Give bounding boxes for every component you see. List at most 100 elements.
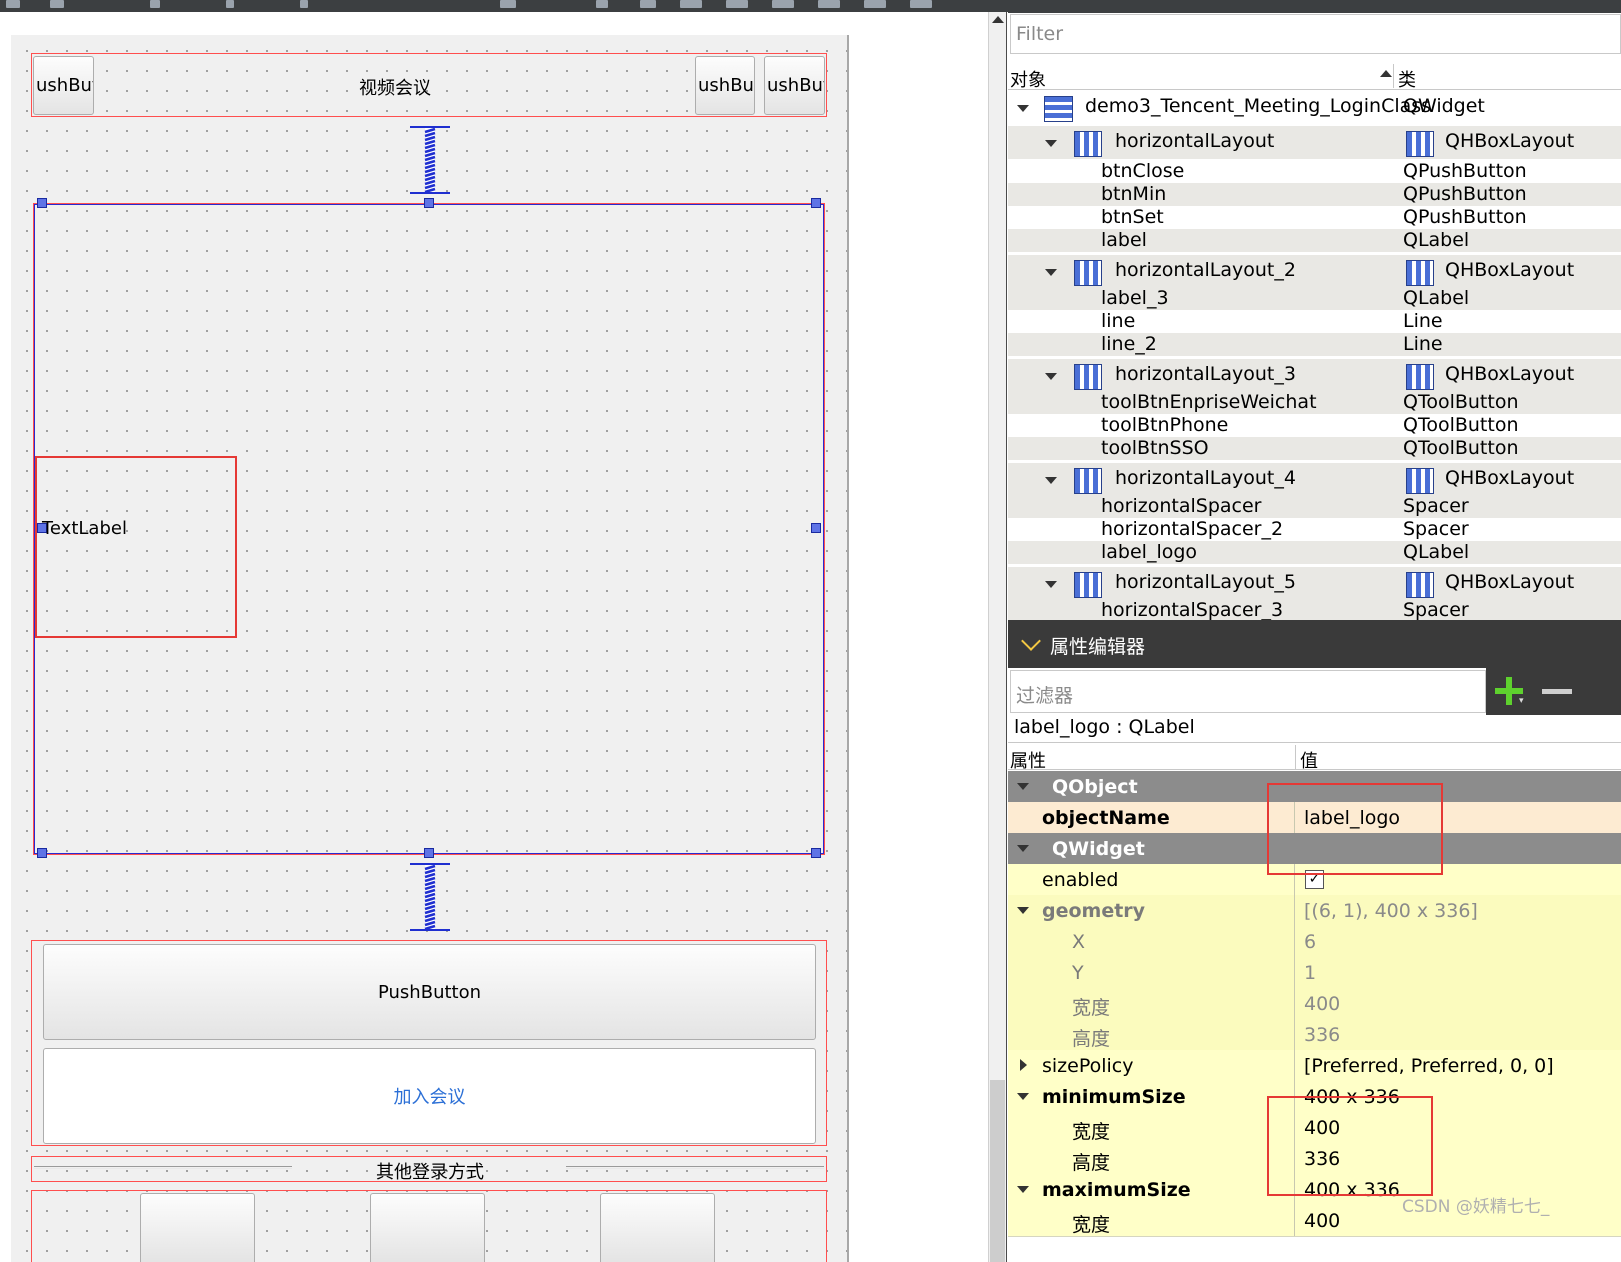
tool-button-enterprise-wechat[interactable] bbox=[140, 1193, 255, 1262]
top-right-push-button-2[interactable]: ushButton bbox=[764, 56, 825, 115]
object-filter-input[interactable]: Filter bbox=[1010, 14, 1621, 54]
column-object[interactable]: 对象 bbox=[1010, 70, 1046, 91]
expand-arrow-icon[interactable] bbox=[1017, 1186, 1029, 1193]
resize-handle[interactable] bbox=[37, 523, 47, 533]
property-value[interactable]: [Preferred, Preferred, 0, 0] bbox=[1304, 1055, 1554, 1077]
property-value[interactable]: 400 bbox=[1304, 1210, 1341, 1232]
property-row[interactable]: sizePolicy[Preferred, Preferred, 0, 0] bbox=[1008, 1050, 1621, 1082]
tool-button-phone[interactable] bbox=[370, 1193, 485, 1262]
top-right-push-button-1[interactable]: ushButton bbox=[695, 56, 755, 115]
horizontal-layout-top[interactable] bbox=[31, 53, 827, 117]
expand-arrow-icon[interactable] bbox=[1045, 477, 1057, 484]
resize-handle[interactable] bbox=[811, 848, 821, 858]
canvas-vertical-scrollbar[interactable] bbox=[988, 12, 1007, 1262]
toolbar-icon[interactable] bbox=[910, 0, 932, 8]
expand-arrow-icon[interactable] bbox=[1017, 783, 1029, 790]
expand-arrow-icon[interactable] bbox=[1017, 105, 1029, 112]
property-row[interactable]: geometry[(6, 1), 400 x 336] bbox=[1008, 895, 1621, 927]
expand-arrow-icon[interactable] bbox=[1017, 907, 1029, 914]
top-left-push-button[interactable]: ushButton bbox=[33, 56, 94, 115]
column-value[interactable]: 值 bbox=[1300, 751, 1318, 772]
property-value[interactable]: 336 bbox=[1304, 1024, 1341, 1046]
toolbar-icon[interactable] bbox=[680, 0, 702, 8]
resize-handle[interactable] bbox=[811, 198, 821, 208]
vertical-spacer-2[interactable] bbox=[410, 863, 450, 931]
property-filter-input[interactable]: 过滤器 bbox=[1010, 670, 1486, 713]
resize-handle[interactable] bbox=[424, 198, 434, 208]
collapse-chevron-icon[interactable] bbox=[1021, 631, 1041, 651]
toolbar-icon[interactable] bbox=[150, 0, 160, 8]
column-class[interactable]: 类 bbox=[1398, 70, 1416, 91]
toolbar-icon[interactable] bbox=[726, 0, 748, 8]
toolbar-icon[interactable] bbox=[500, 0, 516, 8]
join-meeting-button[interactable]: 加入会议 bbox=[43, 1048, 816, 1144]
vertical-layout-buttons[interactable] bbox=[31, 940, 827, 1146]
property-value[interactable]: 400 bbox=[1304, 1117, 1341, 1139]
resize-handle[interactable] bbox=[37, 198, 47, 208]
property-value[interactable]: label_logo bbox=[1304, 807, 1401, 829]
scroll-up-arrow-icon[interactable] bbox=[992, 16, 1004, 23]
toolbar-icon[interactable] bbox=[50, 0, 64, 8]
resize-handle[interactable] bbox=[811, 523, 821, 533]
collapsed-arrow-icon[interactable] bbox=[1020, 1059, 1027, 1071]
column-property[interactable]: 属性 bbox=[1010, 751, 1046, 772]
toolbar-icon[interactable] bbox=[596, 0, 608, 8]
horizontal-layout-lines[interactable] bbox=[31, 1156, 827, 1182]
toolbar-icon[interactable] bbox=[864, 0, 886, 8]
toolbar-icon[interactable] bbox=[226, 0, 234, 8]
toolbar-icon[interactable] bbox=[6, 0, 20, 8]
expand-arrow-icon[interactable] bbox=[1045, 140, 1057, 147]
property-value[interactable]: 336 bbox=[1304, 1148, 1341, 1170]
property-row[interactable]: enabled✓ bbox=[1008, 864, 1621, 896]
toolbar-icon[interactable] bbox=[772, 0, 794, 8]
remove-property-icon[interactable] bbox=[1542, 689, 1572, 694]
tool-button-sso[interactable] bbox=[600, 1193, 715, 1262]
resize-handle[interactable] bbox=[424, 848, 434, 858]
property-value[interactable]: 400 bbox=[1304, 993, 1341, 1015]
push-button[interactable]: PushButton bbox=[43, 944, 816, 1040]
expand-arrow-icon[interactable] bbox=[1045, 581, 1057, 588]
toolbar-icon[interactable] bbox=[640, 0, 656, 8]
scroll-thumb[interactable] bbox=[990, 1080, 1005, 1262]
property-value[interactable]: [(6, 1), 400 x 336] bbox=[1304, 900, 1478, 922]
property-value[interactable]: 1 bbox=[1304, 962, 1317, 984]
toolbar-icon[interactable] bbox=[818, 0, 840, 8]
expand-arrow-icon[interactable] bbox=[1045, 269, 1057, 276]
property-value[interactable]: 6 bbox=[1304, 931, 1317, 953]
resize-handle[interactable] bbox=[37, 848, 47, 858]
expand-arrow-icon[interactable] bbox=[1017, 1093, 1029, 1100]
property-row[interactable]: QObject bbox=[1008, 771, 1621, 803]
expand-arrow-icon[interactable] bbox=[1045, 373, 1057, 380]
toolbar-icon[interactable] bbox=[300, 0, 308, 8]
expand-arrow-icon[interactable] bbox=[1017, 845, 1029, 852]
